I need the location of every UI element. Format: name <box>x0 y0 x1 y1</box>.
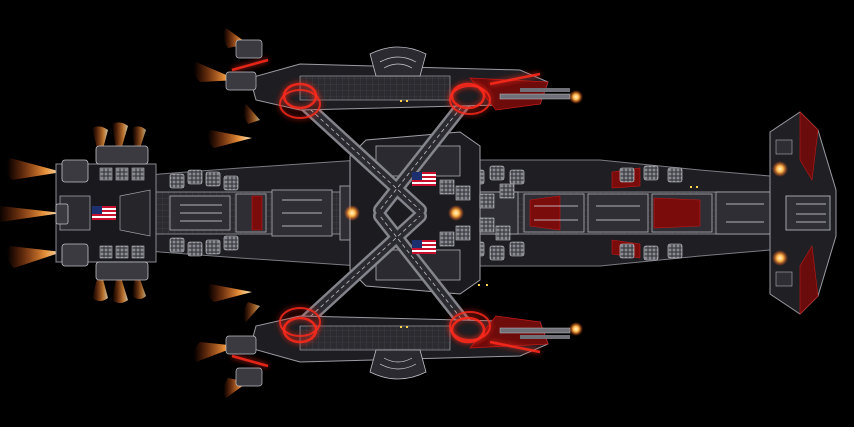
us-flag-icon <box>412 240 436 254</box>
bow-light-lower <box>772 250 788 266</box>
bow-section <box>769 111 837 315</box>
lower-outrigger <box>225 315 571 387</box>
stern-engine-block <box>55 145 157 281</box>
upper-outrigger <box>225 39 571 111</box>
cannon-tip-lower <box>569 322 583 336</box>
bow-light-upper <box>772 161 788 177</box>
red-glow-accents <box>279 85 491 341</box>
us-flag-icon <box>92 206 116 220</box>
cannon-glow-tips <box>344 90 788 336</box>
midship-superstructure <box>293 89 515 337</box>
cannon-tip-upper <box>569 90 583 104</box>
outrigger-thruster-flames <box>193 28 260 398</box>
main-thruster-flames <box>0 122 146 303</box>
core-light-left <box>344 205 360 221</box>
us-flag-icon <box>412 172 436 186</box>
core-light-right <box>448 205 464 221</box>
indicator-lights <box>400 100 698 328</box>
